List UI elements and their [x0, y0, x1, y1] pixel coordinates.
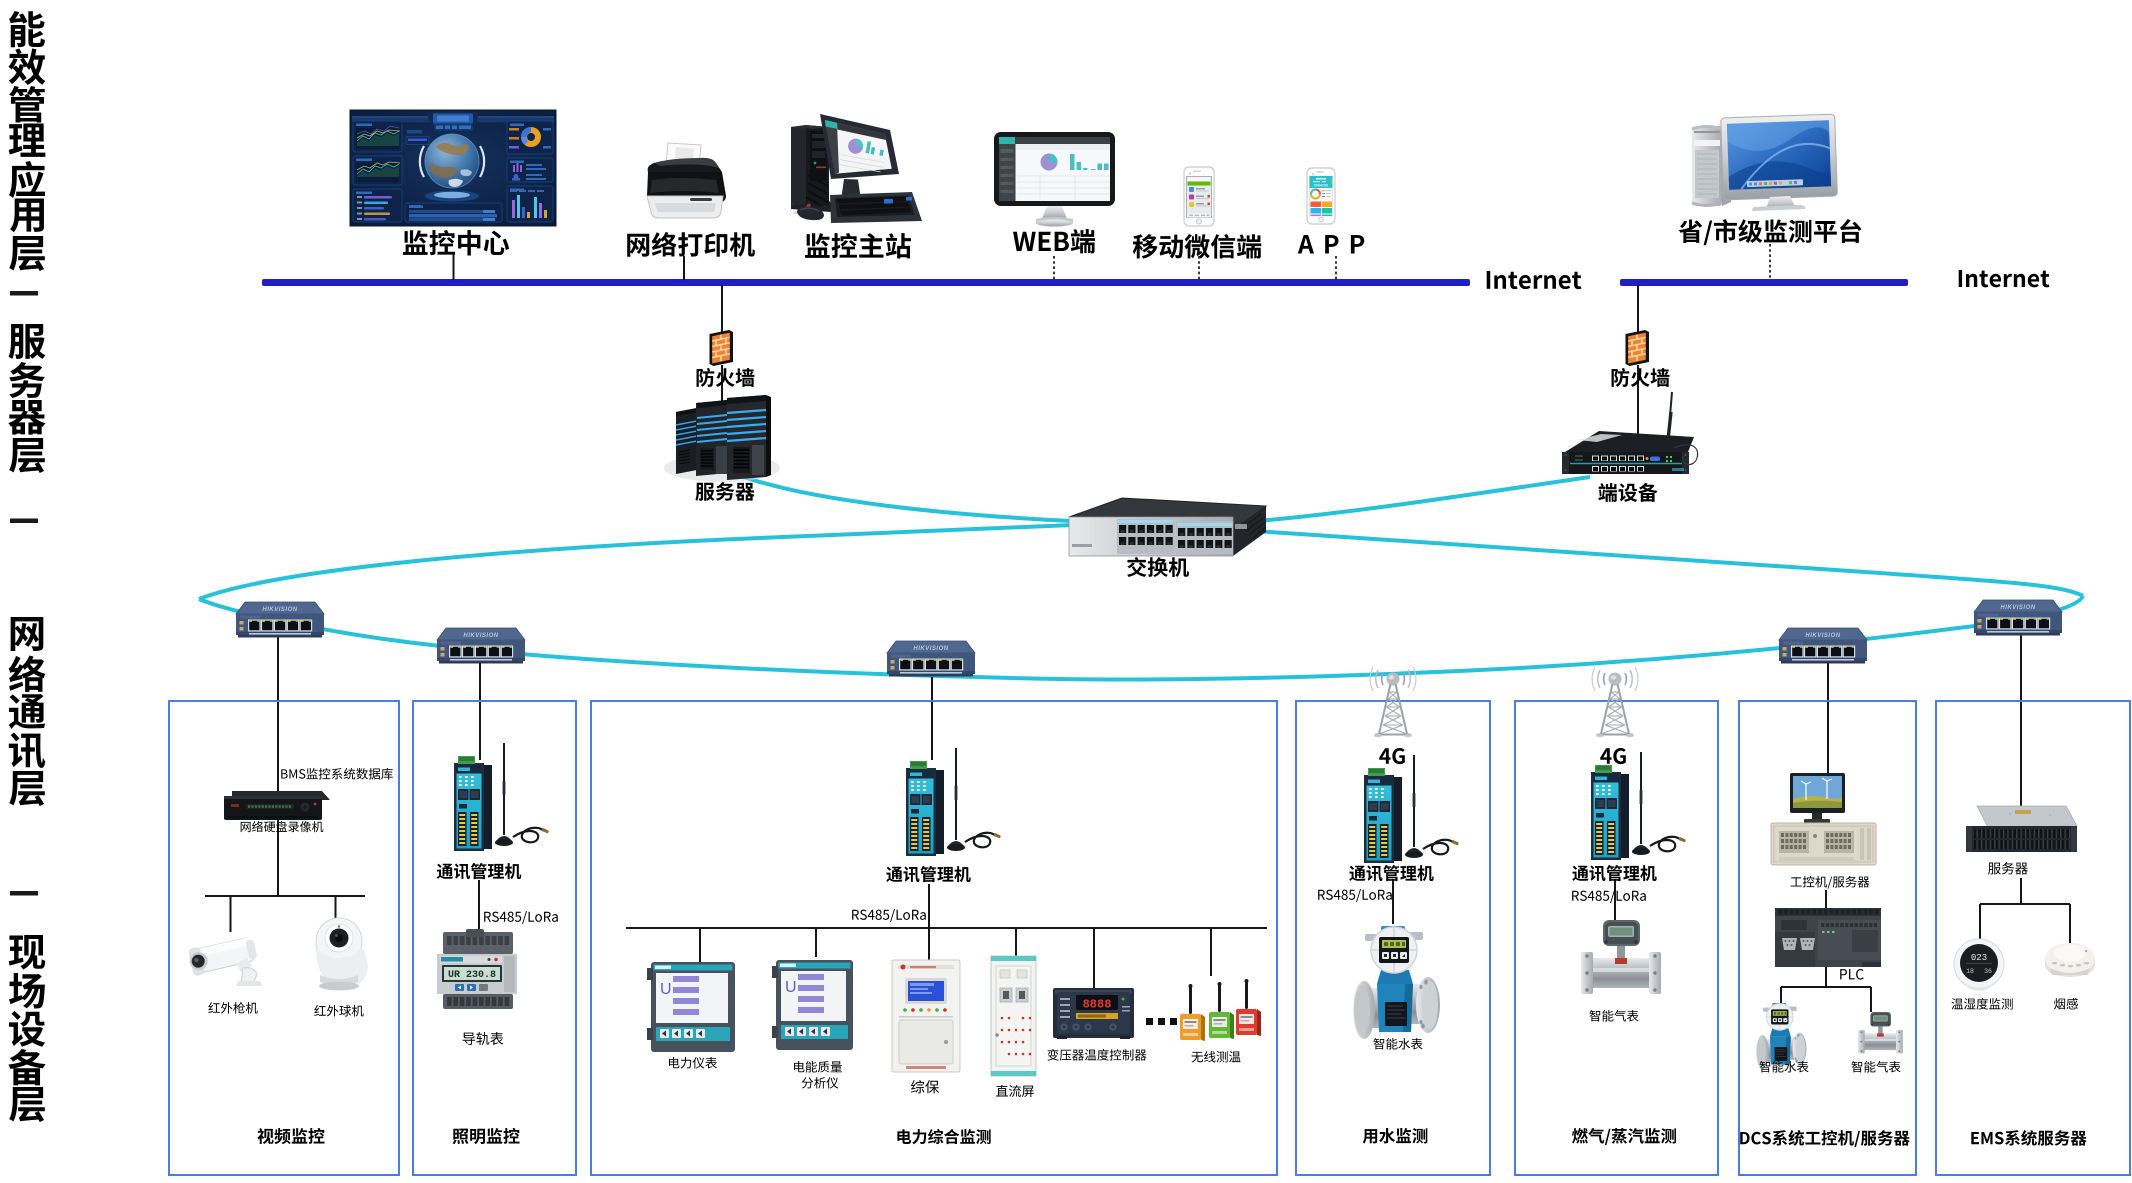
svg-text:UR 230.8: UR 230.8 — [448, 970, 496, 981]
svg-text:18: 18 — [1966, 968, 1974, 975]
svg-text:U: U — [785, 979, 797, 996]
svg-text:023: 023 — [1971, 953, 1987, 963]
svg-text:36: 36 — [1984, 968, 1992, 975]
svg-text:8888: 8888 — [1083, 998, 1112, 1012]
svg-text:U: U — [660, 981, 672, 998]
